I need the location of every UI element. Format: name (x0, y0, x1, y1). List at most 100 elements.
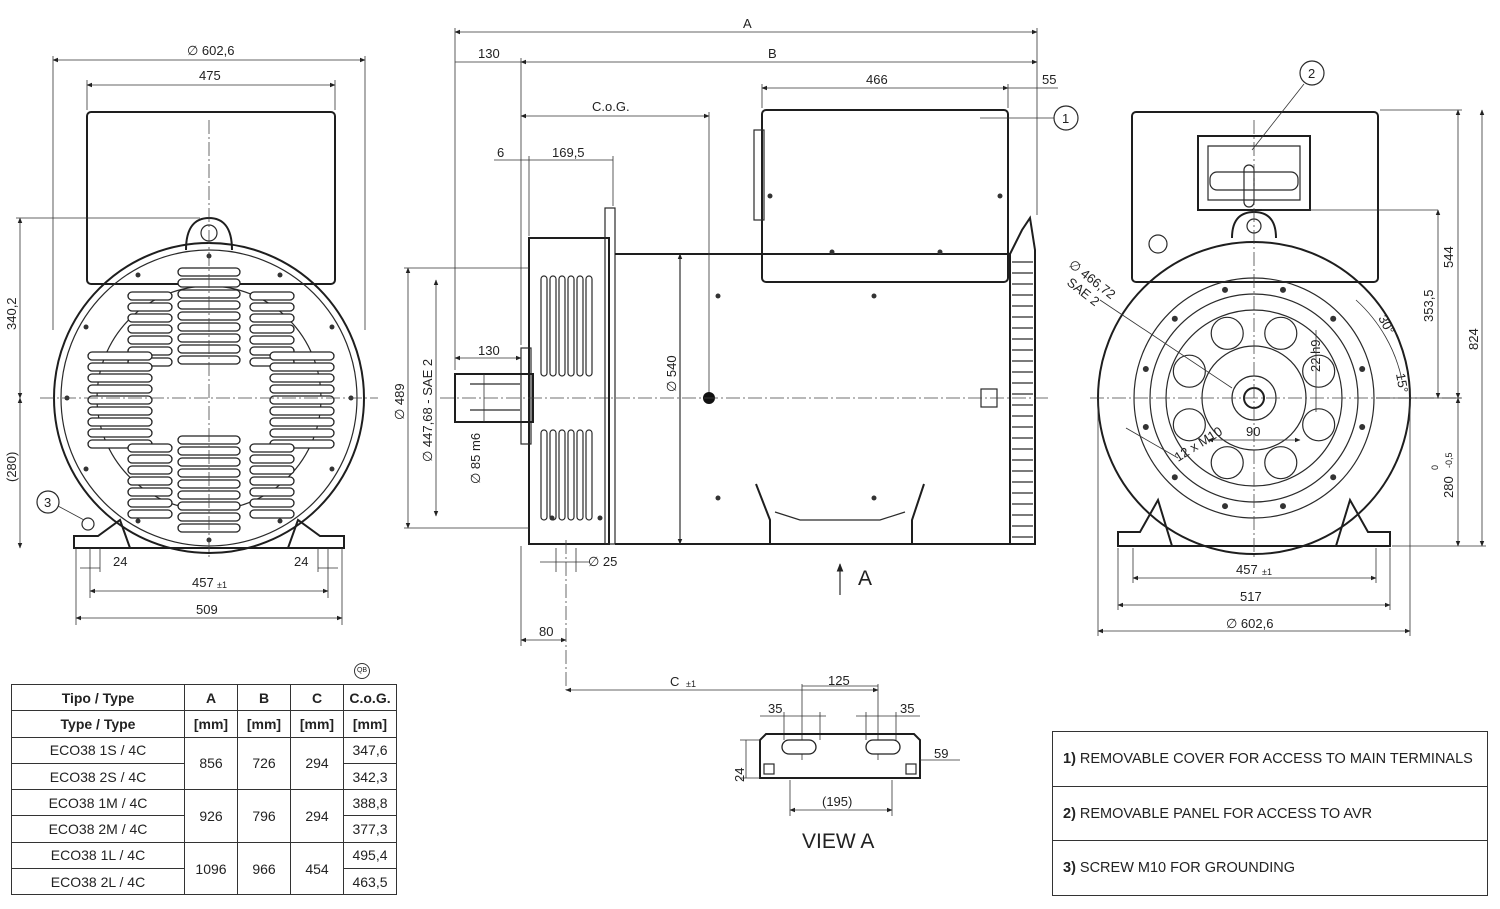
bolt-dot (715, 495, 721, 501)
coupling-lobe (1210, 316, 1244, 350)
header-C: C (290, 683, 344, 712)
front-dim-475: 475 (199, 68, 221, 83)
vent-slot (269, 373, 335, 383)
note-text: SCREW M10 FOR GROUNDING (1079, 859, 1295, 876)
fin (549, 429, 557, 521)
flange-bolt (1330, 315, 1337, 322)
rear-dim-30deg: 30° (1375, 312, 1397, 336)
fin (540, 429, 548, 521)
rear-view: 2 ∅ 466,72 SAE 2 30° 15° 22 h9 90 12 x M… (1064, 60, 1486, 636)
dim-169: 169,5 (552, 145, 585, 160)
cog-cell: 463,5 (343, 868, 397, 896)
vent-slot (127, 476, 173, 486)
dim-130-mid: 130 (478, 343, 500, 358)
rear-dim-280-tol-up: 0 (1430, 465, 1440, 470)
rear-dim-280: 280 (1441, 476, 1456, 498)
unit-C: [mm] (290, 710, 344, 738)
vent-slot (127, 291, 173, 301)
type-cell: ECO38 2M / 4C (11, 815, 185, 843)
dim-B: B (768, 46, 777, 61)
B-cell: 796 (237, 789, 291, 843)
front-terminal-box (86, 111, 336, 285)
vent-slot (269, 417, 335, 427)
cog-cell: 495,4 (343, 841, 397, 870)
vent-slot (249, 443, 295, 453)
fin (567, 275, 575, 377)
front-dim-24-right: 24 (294, 554, 308, 569)
type-cell: ECO38 1M / 4C (11, 789, 185, 817)
vent-slot (249, 498, 295, 508)
flange-bolt (1279, 503, 1286, 510)
coupling-lobe (1210, 446, 1244, 480)
table-unit-row: Type / Type [mm] [mm] [mm] [mm] (11, 710, 397, 738)
flange-bolt (1142, 423, 1149, 430)
bolt-dot (937, 249, 943, 255)
note-item: 3) SCREW M10 FOR GROUNDING (1053, 840, 1487, 894)
vent-slot (127, 454, 173, 464)
callout-3-circle (36, 490, 60, 514)
B-cell: 726 (237, 736, 291, 791)
vent-slot (269, 428, 335, 438)
front-dim-280: (280) (4, 452, 19, 482)
side-view: A B 130 466 55 C.o.G. 6 169,5 130 ∅ 489 … (392, 16, 1079, 690)
vent-slot (87, 384, 153, 394)
unit-A: [mm] (184, 710, 238, 738)
front-dim-509: 509 (196, 602, 218, 617)
rear-dim-457-tol: ±1 (1262, 567, 1272, 577)
rear-dim-517: 517 (1240, 589, 1262, 604)
table-row: ECO38 1M / 4C 926 796 294 388,8 (11, 789, 397, 843)
dim-447: ∅ 447,68 - SAE 2 (420, 359, 435, 462)
type-cell: ECO38 2S / 4C (11, 762, 185, 791)
note-text: REMOVABLE PANEL FOR ACCESS TO AVR (1079, 805, 1373, 822)
vent-slot (127, 313, 173, 323)
vent-slot (249, 324, 295, 334)
bolt-dot (715, 293, 721, 299)
dim-cog: C.o.G. (592, 99, 630, 114)
view-a-dim-24: 24 (732, 768, 747, 782)
vent-slot (249, 335, 295, 345)
front-dim-457: 457 (192, 575, 214, 590)
vent-slot (269, 395, 335, 405)
view-a-slot-right (865, 739, 901, 755)
rear-cover-fins (1012, 261, 1033, 538)
side-body-bolts (549, 193, 1003, 521)
coupling-lobe (1172, 408, 1206, 442)
vent-slot (249, 509, 295, 519)
coupling-lobe (1264, 446, 1298, 480)
rear-dim-544: 544 (1441, 246, 1456, 268)
table-row: ECO38 1S / 4C 856 726 294 347,6 (11, 736, 397, 791)
bolt-dot (329, 466, 335, 472)
coupling-lobe (1264, 316, 1298, 350)
bolt-dot (767, 193, 773, 199)
dim-80: 80 (539, 624, 553, 639)
vent-slot (127, 324, 173, 334)
vent-slot (127, 487, 173, 497)
dim-130-top: 130 (478, 46, 500, 61)
fin (585, 429, 593, 521)
coupling-lobe (1302, 408, 1336, 442)
A-cell: 1096 (184, 841, 238, 896)
A-cell: 856 (184, 736, 238, 791)
header-type: Tipo / Type (11, 683, 185, 712)
vent-slot (87, 395, 153, 405)
flange-bolt (1142, 366, 1149, 373)
flange-bolt (1222, 286, 1229, 293)
fin (567, 429, 575, 521)
bolt-dot (277, 518, 283, 524)
cable-gland (1148, 234, 1168, 254)
rear-dim-280-tol-down: -0,5 (1444, 452, 1454, 468)
view-a-title: VIEW A (802, 830, 874, 853)
bolt-dot (83, 324, 89, 330)
dim-85: ∅ 85 m6 (468, 433, 483, 484)
vent-slot (269, 351, 335, 361)
unit-type: Type / Type (11, 710, 185, 738)
vent-slot (127, 335, 173, 345)
vent-slot (87, 373, 153, 383)
coupling-lobe (1172, 354, 1206, 388)
rear-dim-824: 824 (1466, 328, 1481, 350)
vent-slot (269, 384, 335, 394)
vent-slot (87, 406, 153, 416)
callout-1: 1 (1062, 111, 1069, 126)
rear-coupling-lobes (1172, 316, 1336, 480)
type-cell: ECO38 1S / 4C (11, 736, 185, 764)
